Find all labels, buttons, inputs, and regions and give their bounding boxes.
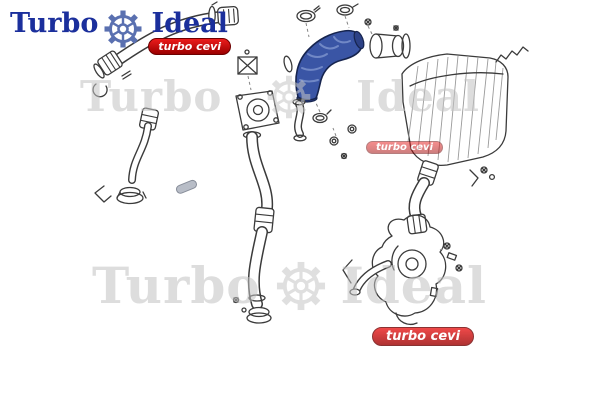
hose-clamp <box>248 294 266 302</box>
bolt <box>364 18 372 26</box>
clamp-set-top <box>283 3 373 73</box>
brand-name-first: Turbo <box>10 8 99 39</box>
hose-clamp <box>401 33 411 59</box>
gasket <box>237 56 258 75</box>
brand-name-second: Ideal <box>151 8 228 39</box>
hose-clamp <box>296 9 316 23</box>
highlighted-turbo-hose <box>295 29 365 103</box>
mounting-bracket <box>94 185 112 203</box>
hose-clamp <box>312 112 328 124</box>
hose-clamp <box>93 63 105 79</box>
mounting-bracket <box>342 259 353 284</box>
maf-sensor <box>369 25 411 59</box>
spring-clamp <box>92 83 108 98</box>
gear-icon <box>104 10 142 48</box>
rubber-sleeve <box>175 179 197 194</box>
mounting-bracket <box>469 169 479 187</box>
brand-logo: Turbo Ideal turbo cevi <box>10 8 232 56</box>
upper-charge-hose <box>92 1 239 98</box>
center-intercooler-hose <box>232 131 275 324</box>
screw <box>443 242 451 250</box>
air-filter-box <box>401 46 529 187</box>
right-air-hose <box>406 160 439 235</box>
hose-clamp <box>283 55 293 73</box>
intake-resonator <box>342 214 463 326</box>
brand-badge: turbo cevi <box>148 38 232 56</box>
fastener-set-center <box>312 102 357 160</box>
hose-clamp <box>208 5 216 26</box>
water-outlet-pipe <box>292 98 307 142</box>
screw <box>455 264 463 272</box>
throttle-body <box>235 49 280 131</box>
hose-clamp <box>336 4 354 16</box>
left-coolant-hose <box>94 107 197 205</box>
corrugated-intake-snout <box>495 46 529 63</box>
